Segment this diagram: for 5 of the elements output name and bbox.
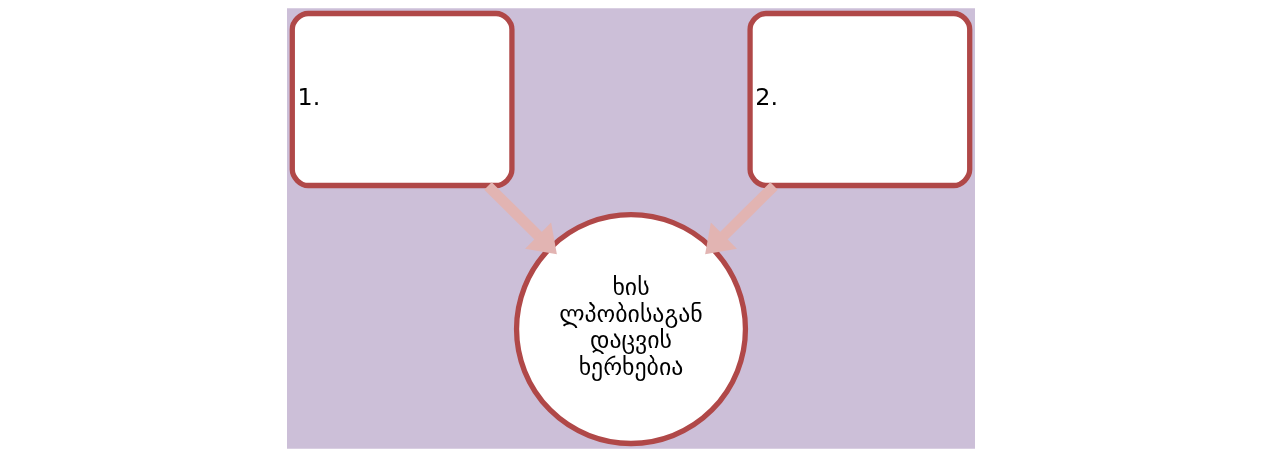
arrow — [705, 182, 778, 255]
node-box: 1. — [289, 10, 515, 189]
node-box: 2. — [747, 10, 973, 189]
arrow — [484, 182, 557, 255]
node-circle: ხის ლპობისაგან დაცვის ხერხებია — [513, 211, 749, 447]
